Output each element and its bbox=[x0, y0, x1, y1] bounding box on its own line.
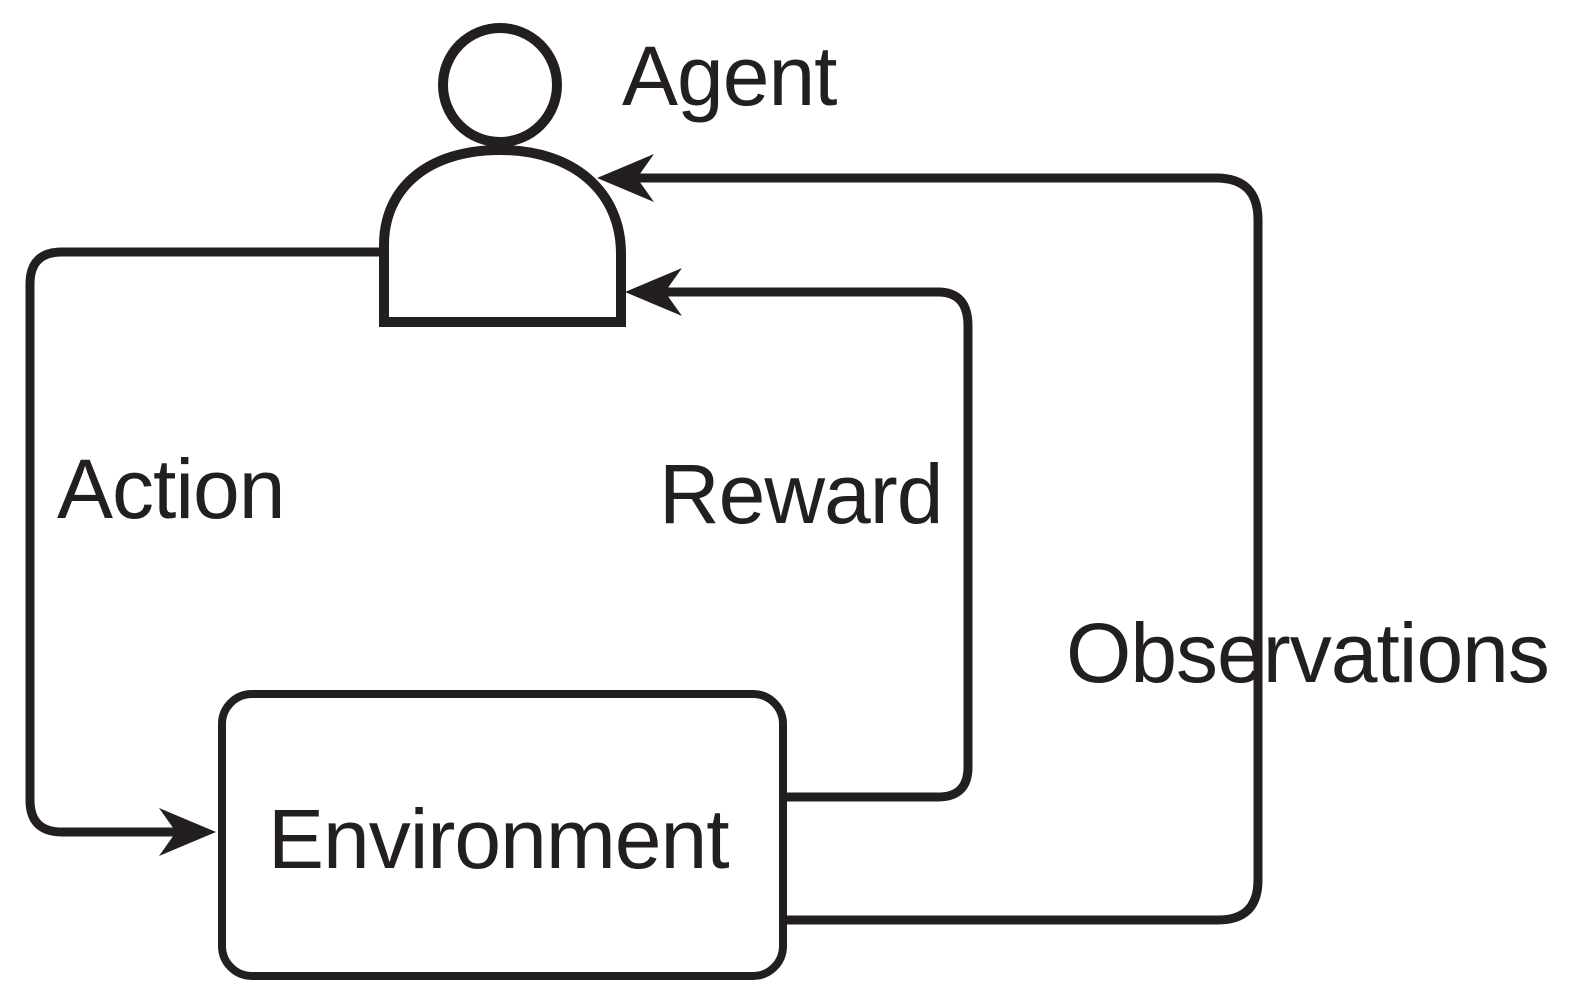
observations-edge-path bbox=[633, 173, 1263, 925]
reward-label: Reward bbox=[659, 447, 942, 541]
person-body bbox=[379, 144, 626, 327]
person-head bbox=[438, 23, 562, 147]
agent-label: Agent bbox=[622, 29, 837, 123]
environment-label: Environment bbox=[268, 792, 729, 886]
action-edge-path bbox=[25, 247, 392, 837]
observations-arrowhead-icon bbox=[597, 154, 654, 202]
observations-label: Observations bbox=[1066, 606, 1549, 700]
action-arrowhead-icon bbox=[159, 808, 216, 856]
reward-arrowhead-icon bbox=[625, 268, 682, 316]
reward-edge-path bbox=[661, 287, 973, 802]
action-label: Action bbox=[57, 442, 284, 536]
agent-person-icon bbox=[379, 23, 626, 327]
environment-box bbox=[218, 690, 787, 980]
